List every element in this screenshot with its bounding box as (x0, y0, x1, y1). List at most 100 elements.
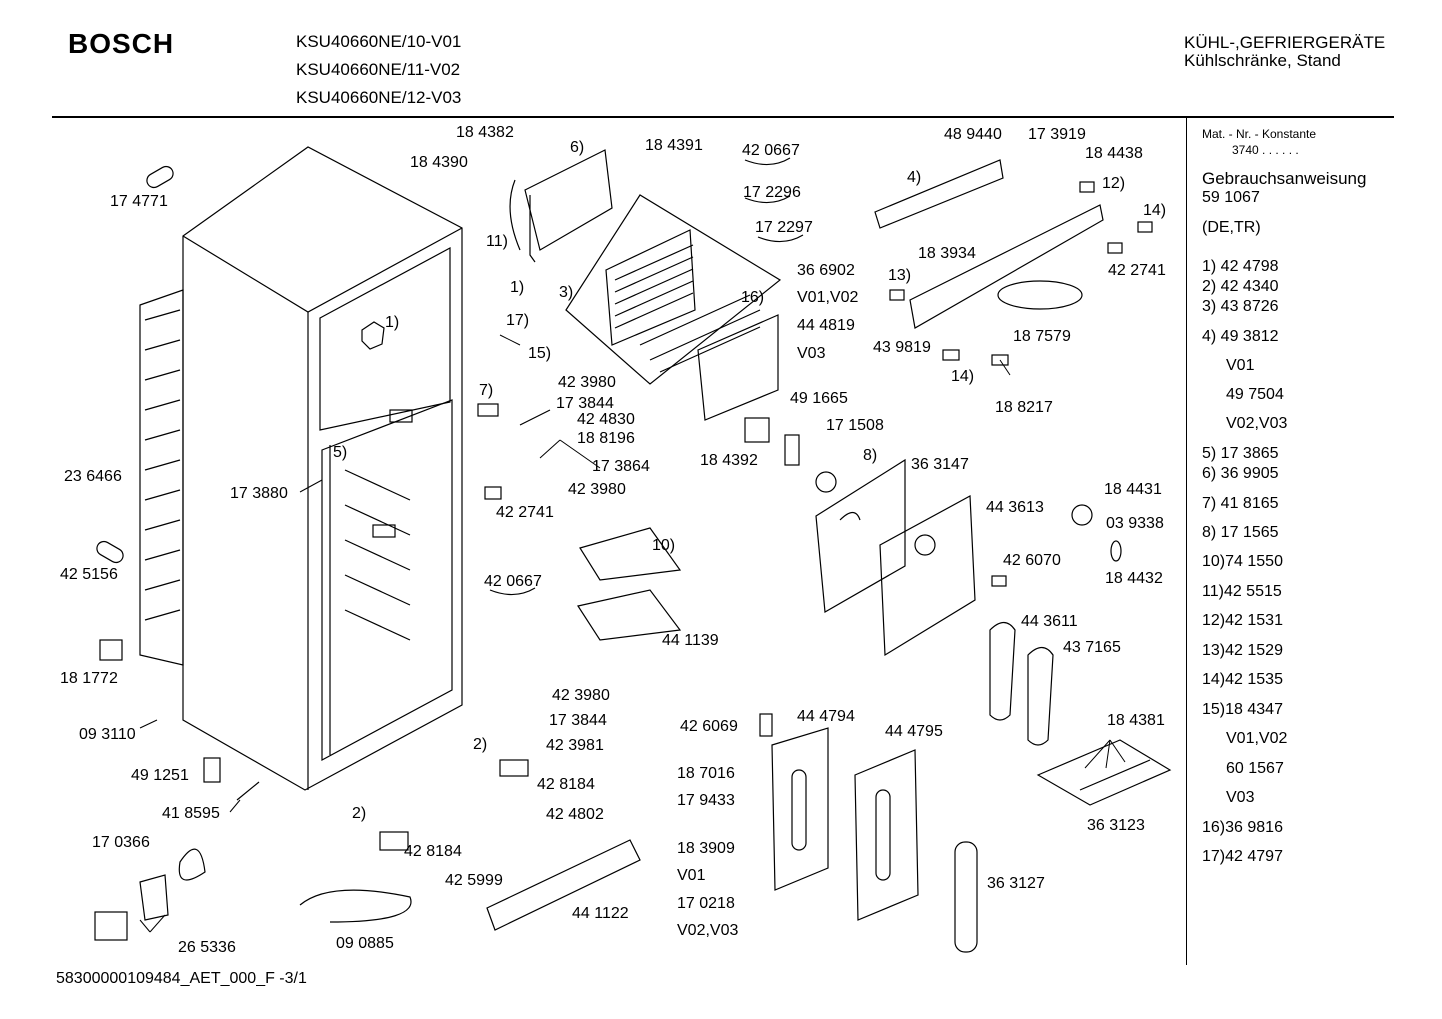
mat-number-value: 3740 . . . . . . (1232, 143, 1299, 157)
part-callout-label: 17 0218 (677, 895, 735, 912)
control-panel (874, 159, 1153, 366)
part-callout-label: 42 8184 (404, 843, 462, 860)
part-callout-label: 17 4771 (110, 193, 168, 210)
fan-shroud-panels (815, 458, 976, 657)
part-callout-label: 12) (1102, 175, 1125, 192)
manual-number: 59 1067 (1202, 189, 1260, 206)
part-callout-label: 17 3880 (230, 485, 288, 502)
part-callout-label: 43 7165 (1063, 639, 1121, 656)
category-subtitle: Kühlschränke, Stand (1184, 51, 1341, 70)
part-callout-label: 42 4802 (546, 806, 604, 823)
condenser-coil (139, 289, 184, 666)
small-parts (96, 157, 1122, 851)
part-callout-label: 42 4830 (577, 411, 635, 428)
part-callout-label: V02,V03 (677, 922, 738, 939)
part-callout-label: 42 6070 (1003, 552, 1061, 569)
parts-list-item: V01,V02 (1226, 730, 1288, 747)
parts-list-item: 13)42 1529 (1202, 642, 1283, 659)
part-callout-label: 18 4431 (1104, 481, 1162, 498)
part-callout-label: 36 6902 (797, 262, 855, 279)
part-callout-label: 09 3110 (79, 726, 136, 743)
part-callout-label: 18 4390 (410, 154, 468, 171)
evaporator-assembly (565, 194, 782, 421)
part-callout-label: 3) (559, 284, 573, 301)
part-callout-label: 42 2741 (1108, 262, 1166, 279)
air-ducts (989, 621, 1172, 806)
part-callout-label: 11) (486, 233, 508, 250)
part-callout-label: 44 1139 (662, 632, 719, 649)
part-callout-label: 43 9819 (873, 339, 931, 356)
part-callout-label: 36 3147 (911, 456, 969, 473)
parts-list-item: V03 (1226, 789, 1255, 806)
part-callout-label: 18 3934 (918, 245, 976, 262)
part-callout-label: V01,V02 (797, 289, 858, 306)
part-callout-label: 42 6069 (680, 718, 738, 735)
part-callout-label: 44 4795 (885, 723, 943, 740)
part-callout-label: 44 3613 (986, 499, 1044, 516)
top-cover (509, 149, 613, 263)
parts-list-item: 3) 43 8726 (1202, 298, 1279, 315)
part-callout-label: 16) (741, 289, 764, 306)
part-callout-label: 1) (510, 279, 524, 296)
part-callout-label: 18 4432 (1105, 570, 1163, 587)
part-callout-label: 17 0366 (92, 834, 150, 851)
parts-list-item: 4) 49 3812 (1202, 328, 1279, 345)
parts-list-item: 2) 42 4340 (1202, 278, 1279, 295)
part-callout-label: 44 1122 (572, 905, 629, 922)
part-callout-label: 42 3980 (568, 481, 626, 498)
part-callout-label: 1) (385, 314, 399, 331)
part-callout-label: V03 (797, 345, 826, 362)
parts-list-item: 60 1567 (1226, 760, 1284, 777)
part-callout-label: 09 0885 (336, 935, 394, 952)
part-callout-label: 42 3980 (558, 374, 616, 391)
parts-list-item: 5) 17 3865 (1202, 445, 1279, 462)
parts-list-item: 17)42 4797 (1202, 848, 1283, 865)
parts-list-item: 12)42 1531 (1202, 612, 1283, 629)
part-callout-label: 7) (479, 382, 493, 399)
part-callout-label: 44 3611 (1021, 613, 1078, 630)
part-callout-label: 15) (528, 345, 551, 362)
part-callout-label: 17 3844 (549, 712, 607, 729)
part-callout-label: 17 3844 (556, 395, 614, 412)
manual-title: Gebrauchsanweisung (1202, 169, 1367, 188)
part-callout-label: 14) (1143, 202, 1166, 219)
part-callout-label: 18 4438 (1085, 145, 1143, 162)
parts-list-item: 6) 36 9905 (1202, 465, 1279, 482)
part-callout-label: 42 5999 (445, 872, 503, 889)
part-callout-label: 49 1251 (131, 767, 189, 784)
parts-list-item: 1) 42 4798 (1202, 258, 1279, 275)
part-callout-label: 36 3123 (1087, 817, 1145, 834)
part-callout-label: 49 1665 (790, 390, 848, 407)
part-callout-label: 18 3909 (677, 840, 735, 857)
model-number-1: KSU40660NE/10-V01 (296, 32, 462, 51)
parts-list-item: 16)36 9816 (1202, 819, 1283, 836)
rear-panels (771, 727, 978, 953)
parts-list-item: 10)74 1550 (1202, 553, 1283, 570)
part-callout-label: 03 9338 (1106, 515, 1164, 532)
model-number-2: KSU40660NE/11-V02 (296, 60, 461, 79)
part-callout-label: 17 9433 (677, 792, 735, 809)
sidebar-divider (1186, 117, 1187, 965)
part-callout-label: 18 8196 (577, 430, 635, 447)
part-callout-label: 2) (352, 805, 366, 822)
part-callout-label: 23 6466 (64, 468, 122, 485)
part-callout-label: 42 5156 (60, 566, 118, 583)
lower-trays (486, 527, 682, 931)
part-callout-label: 17 2297 (755, 219, 813, 236)
part-callout-label: 17 1508 (826, 417, 884, 434)
part-callout-label: 10) (652, 537, 675, 554)
part-callout-label: 13) (888, 267, 911, 284)
part-callout-label: 42 3981 (546, 737, 604, 754)
part-callout-label: 18 4391 (645, 137, 703, 154)
part-callout-label: 42 2741 (496, 504, 554, 521)
parts-list-item: 8) 17 1565 (1202, 524, 1279, 541)
part-callout-label: 6) (570, 139, 584, 156)
brand-logo: BOSCH (68, 28, 175, 59)
part-callout-label: 42 0667 (742, 142, 800, 159)
part-callout-label: 36 3127 (987, 875, 1045, 892)
document-code: 58300000109484_AET_000_F -3/1 (56, 970, 307, 987)
manual-language: (DE,TR) (1202, 219, 1261, 236)
part-callout-label: 14) (951, 368, 974, 385)
